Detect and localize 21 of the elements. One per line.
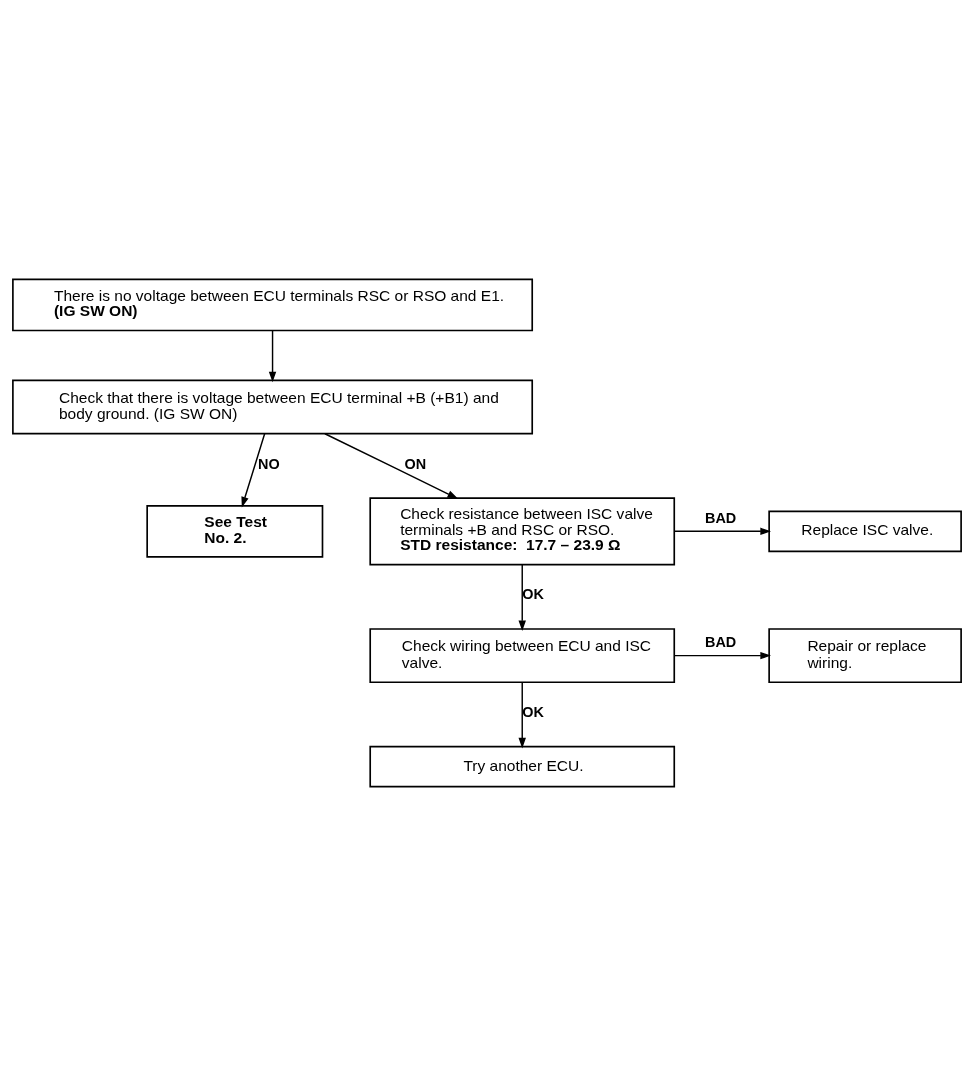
- node-box: Replace ISC valve.: [768, 510, 962, 553]
- edge-label: BAD: [705, 634, 737, 651]
- edge-label: OK: [522, 586, 544, 603]
- edge-label: OK: [522, 704, 544, 721]
- arrow: [241, 433, 266, 508]
- node-box: There is no voltage between ECU terminals RSC or RSO and E1. (IG SW ON): [12, 278, 534, 332]
- arrow: [518, 681, 526, 749]
- node-box: See Test No. 2.: [146, 505, 324, 558]
- edge-label: BAD: [705, 509, 737, 526]
- edge-label: NO: [258, 455, 280, 472]
- node-box: Repair or replace wiring.: [768, 628, 962, 684]
- node-box: Check that there is voltage between ECU terminal +B (+B1) and body ground. (IG SW ON): [12, 379, 534, 435]
- arrow: [324, 433, 459, 499]
- arrow: [673, 527, 771, 536]
- node-box: Try another ECU.: [369, 745, 676, 788]
- arrow: [268, 330, 277, 383]
- edge-label: ON: [404, 455, 427, 472]
- node-box: Check resistance between ISC valve terminals +B and RSC or RSO. STD resistance: 17.7 – 23.9 Ω: [369, 497, 676, 566]
- arrow: [518, 564, 526, 632]
- node-box: Check wiring between ECU and ISC valve.: [369, 628, 676, 684]
- arrow: [673, 651, 771, 660]
